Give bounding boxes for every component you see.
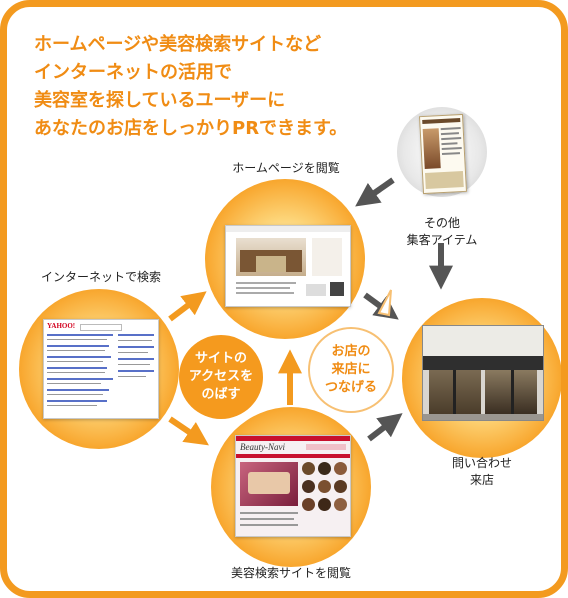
beauty-site-screenshot: Beauty-Navi [235,435,351,537]
arrow-search-to-beauty-site [168,416,209,446]
arrow-beauty-to-salon [367,413,403,442]
label-beauty-site: 美容検索サイトを閲覧 [230,566,351,580]
label-other-items: その他 集客アイテム [406,216,478,247]
label-inquiry-visit: 問い合わせ 来店 [451,456,512,487]
bubble-lead-to-visit: お店の 来店に つなげる [308,327,394,413]
arrow-flyer-to-homepage [355,177,395,207]
flow-arrows [168,177,453,446]
headline-line-3: 美容室を探しているユーザーに [34,90,286,111]
headline-line-1: ホームページや美容検索サイトなど [34,34,322,55]
arrow-search-to-homepage [168,291,207,322]
bubble-tail-visit [377,289,392,317]
search-screenshot: YAHOO! [43,319,159,419]
headline-line-4: あなたのお店をしっかりPRできます。 [34,118,348,139]
beauty-navi-title: Beauty-Navi [240,442,285,452]
headline-line-2: インターネットの活用で [34,62,232,83]
label-homepage: ホームページを閲覧 [232,161,340,175]
salon-photo [422,325,544,421]
flyer-image [397,107,487,197]
homepage-screenshot [225,225,351,307]
headline: ホームページや美容検索サイトなど インターネットの活用で 美容室を探しているユー… [34,31,347,143]
bubble-increase-access: サイトの アクセスを のばす [179,335,263,419]
yahoo-logo: YAHOO! [47,322,76,330]
label-internet-search: インターネットで検索 [40,270,161,284]
